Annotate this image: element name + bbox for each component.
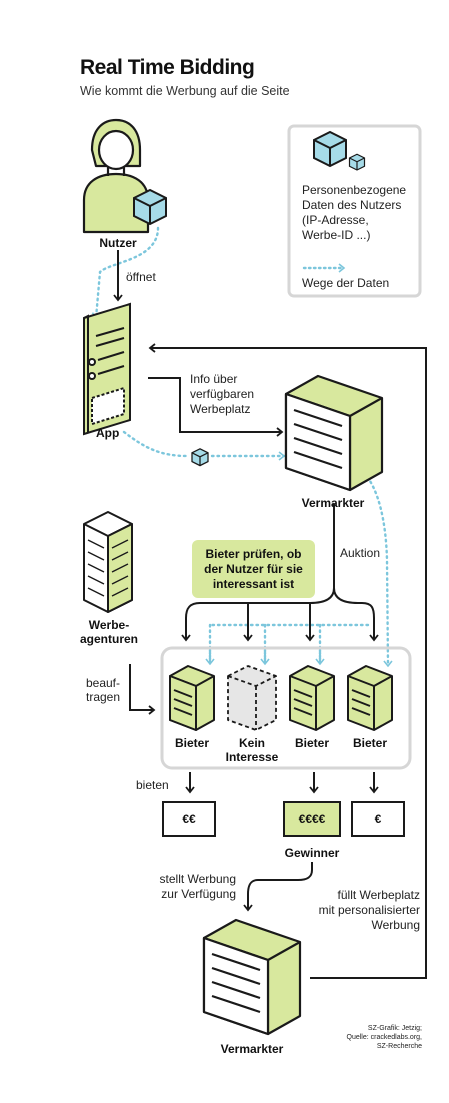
check-callout-box (192, 540, 315, 598)
no-interest-label-line: Interesse (225, 750, 279, 764)
agency-building-icon (83, 511, 133, 613)
data-cube-icon-path (191, 448, 209, 467)
winner-label: Gewinner (284, 846, 340, 860)
legend-box (287, 124, 422, 298)
check-callout-line: interessant ist (212, 577, 295, 591)
source-credit: SZ-Grafik: Jetzig; Quelle: crackedlabs.o… (322, 1024, 422, 1051)
commission-label-line: beauf- (85, 676, 121, 690)
agencies-label-line: agenturen (79, 632, 138, 646)
data-cube-icon-large (313, 130, 347, 168)
auction-arrows (181, 504, 379, 642)
legend-data-line: Werbe-ID ...) (302, 228, 371, 242)
bidder-server-icon-1 (169, 665, 215, 731)
agencies-label: Werbe- agenturen (74, 618, 144, 646)
data-path-bidder-fanout (208, 623, 370, 665)
marketer-server-icon (284, 374, 384, 492)
no-interest-server-icon (227, 665, 277, 731)
info-label-line: verfügbaren (190, 387, 255, 401)
user-data-cube-icon (133, 188, 167, 226)
bidder-label-3: Bieter (352, 736, 387, 750)
commission-label-line: tragen (85, 690, 121, 704)
bid-value-winner: €€€€ (298, 812, 326, 826)
bid-box-winner (283, 801, 341, 837)
fills-label: füllt Werbeplatz mit personalisierter We… (306, 888, 420, 933)
page-subtitle: Wie kommt die Werbung auf die Seite (80, 84, 290, 98)
fills-label-line: füllt Werbeplatz (337, 888, 420, 902)
arrow-fill-adspace-loop (148, 343, 427, 979)
bid-arrows (185, 772, 379, 794)
bidder-group-frame (160, 646, 412, 770)
legend-data-line: Daten des Nutzers (302, 198, 402, 212)
provides-label-line: stellt Werbung (159, 872, 236, 886)
bidder-label-1: Bieter (174, 736, 209, 750)
bid-box-1 (162, 801, 216, 837)
arrow-winner-to-marketer (243, 862, 313, 912)
data-cube-icon-small (348, 153, 366, 171)
data-path-user-to-app (91, 226, 160, 320)
bidder-server-icon-3 (347, 665, 393, 731)
check-callout-text: Bieter prüfen, ob der Nutzer für sie int… (194, 547, 313, 592)
info-label: Info über verfügbaren Werbeplatz (190, 372, 254, 417)
marketer-label: Vermarkter (301, 496, 365, 510)
info-label-line: Info über (190, 372, 238, 386)
auction-label: Auktion (340, 546, 381, 560)
bid-value-3: € (374, 812, 382, 826)
legend-data-description: Personenbezogene Daten des Nutzers (IP-A… (302, 183, 406, 243)
agencies-label-line: Werbe- (88, 618, 130, 632)
data-path-app-to-marketer (122, 430, 190, 458)
info-label-line: Werbeplatz (190, 402, 251, 416)
legend-path-label: Wege der Daten (302, 276, 390, 290)
app-label: App (96, 426, 120, 440)
no-interest-label-line: Kein (238, 736, 265, 750)
legend-data-line: Personenbezogene (302, 183, 407, 197)
fills-label-line: mit personalisierter (318, 903, 420, 917)
provides-label-line: zur Verfügung (161, 887, 236, 901)
credit-line: Quelle: crackedlabs.org, (346, 1034, 422, 1041)
commission-label: beauf- tragen (80, 676, 126, 704)
credit-line: SZ-Grafik: Jetzig; (367, 1025, 422, 1032)
bid-value-1: €€ (182, 812, 196, 826)
provides-label: stellt Werbung zur Verfügung (146, 872, 236, 902)
arrow-app-to-marketer (148, 377, 284, 437)
bid-label: bieten (136, 778, 169, 792)
arrow-agency-to-bidders (129, 664, 156, 715)
app-icon (83, 302, 131, 436)
opens-label: öffnet (126, 270, 156, 284)
bid-box-3 (351, 801, 405, 837)
check-callout-line: Bieter prüfen, ob (205, 547, 302, 561)
no-interest-label: Kein Interesse (222, 736, 282, 764)
page-title: Real Time Bidding (80, 56, 255, 79)
marketer-server-icon-bottom (202, 918, 302, 1036)
user-label: Nutzer (99, 236, 137, 250)
bidder-label-2: Bieter (294, 736, 329, 750)
legend-data-line: (IP-Adresse, (302, 213, 369, 227)
check-callout-line: der Nutzer für sie (204, 562, 303, 576)
marketer-bottom-label: Vermarkter (220, 1042, 284, 1056)
bidder-server-icon-2 (289, 665, 335, 731)
credit-line: SZ-Recherche (376, 1043, 422, 1050)
fills-label-line: Werbung (371, 918, 420, 932)
